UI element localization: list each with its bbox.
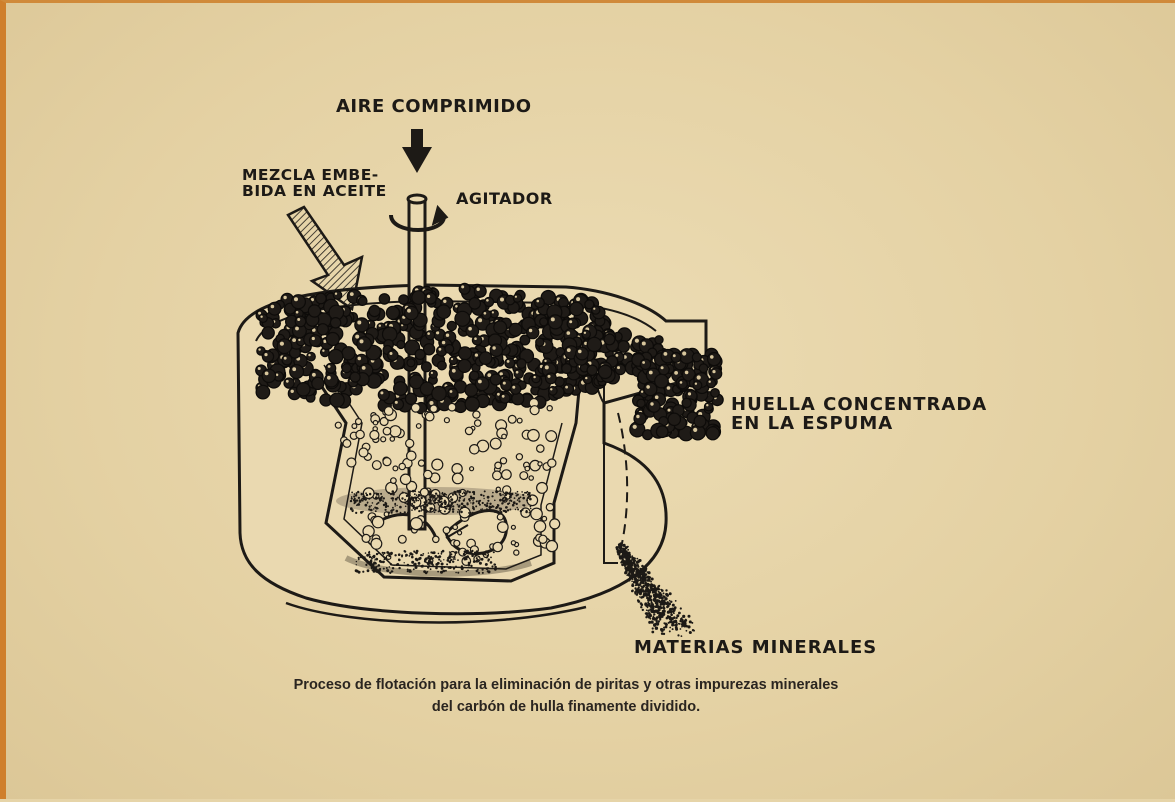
label-oil-mixture: MEZCLA EMBE- BIDA EN ACEITE: [242, 167, 387, 200]
figure-caption: Proceso de flotación para la eliminación…: [206, 674, 926, 719]
caption-line1: Proceso de flotación para la eliminación…: [206, 674, 926, 696]
compressed-air-arrow: [402, 129, 432, 173]
label-oil-mixture-line1: MEZCLA EMBE-: [242, 167, 387, 183]
label-compressed-air: AIRE COMPRIMIDO: [336, 98, 532, 117]
caption-line2: del carbón de hulla finamente dividido.: [206, 696, 926, 718]
label-oil-mixture-line2: BIDA EN ACEITE: [242, 183, 387, 199]
label-froth-line2: EN LA ESPUMA: [731, 415, 987, 434]
label-froth: HUELLA CONCENTRADA EN LA ESPUMA: [731, 396, 987, 434]
label-agitator: AGITADOR: [456, 191, 553, 208]
label-minerals: MATERIAS MINERALES: [634, 639, 877, 658]
